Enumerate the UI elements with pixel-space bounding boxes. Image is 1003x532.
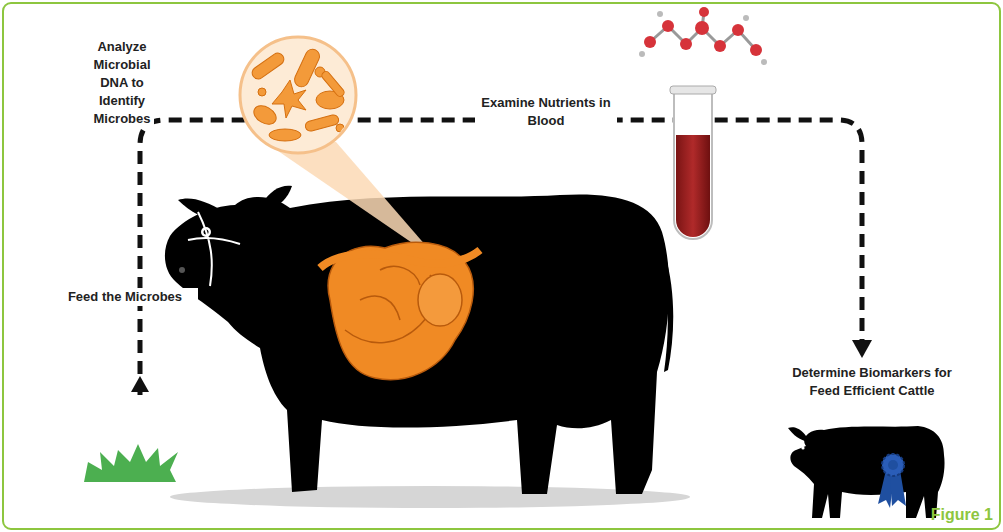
microbe-circle bbox=[240, 37, 356, 153]
blood-tube bbox=[670, 86, 716, 239]
grass bbox=[84, 444, 178, 482]
prize-cow bbox=[788, 426, 945, 518]
frame bbox=[3, 3, 1000, 529]
step-label: Analyze Microbial DNA to Identify Microb… bbox=[90, 38, 153, 128]
stomach bbox=[320, 242, 480, 379]
shadow bbox=[170, 486, 690, 508]
step-label: Examine Nutrients in Blood bbox=[475, 94, 617, 130]
molecule bbox=[639, 7, 767, 65]
arrow-head bbox=[131, 376, 149, 392]
cow bbox=[165, 186, 673, 494]
step-label: Determine Biomarkers for Feed Efficient … bbox=[788, 364, 956, 400]
arrow-head bbox=[852, 340, 872, 358]
step-label: Feed the Microbes bbox=[52, 288, 198, 306]
figure-caption: Figure 1 bbox=[931, 506, 993, 524]
